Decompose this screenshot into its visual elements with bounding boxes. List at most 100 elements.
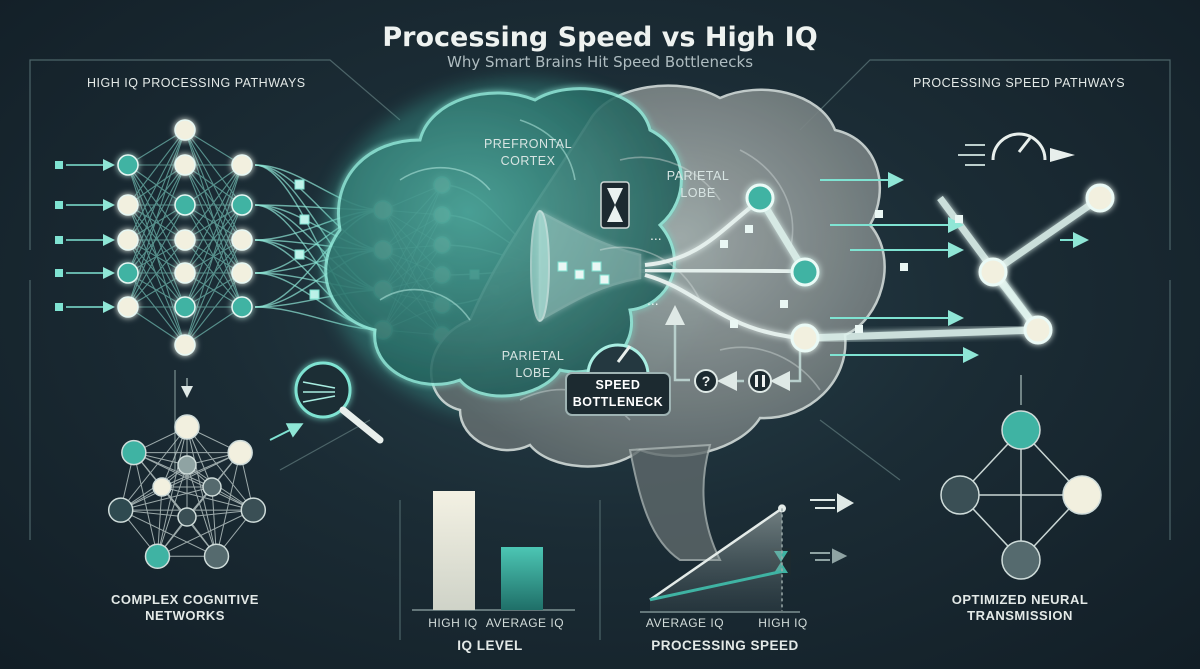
- network-node: [240, 497, 267, 523]
- neuron-node: [231, 229, 253, 251]
- neuron-node: [174, 296, 196, 318]
- label-line: PARIETAL: [501, 349, 565, 363]
- connection-line: [127, 239, 186, 346]
- neuron-node: [174, 334, 196, 356]
- parietal-lobe-upper-label: PARIETAL LOBE: [653, 168, 743, 202]
- left-panel-heading: HIGH IQ PROCESSING PATHWAYS: [87, 76, 306, 90]
- connection-line: [127, 129, 186, 308]
- network-node: [152, 477, 172, 497]
- bar-high-iq: [433, 491, 475, 610]
- svg-text:?: ?: [702, 373, 711, 389]
- signal-packet: [780, 300, 788, 308]
- neuron-node: [174, 262, 196, 284]
- line-tick-label: AVERAGE IQ: [645, 616, 725, 630]
- connection-line: [127, 204, 186, 241]
- network-node: [107, 497, 134, 523]
- network-edge: [157, 464, 188, 557]
- network-edge: [186, 464, 217, 557]
- signal-packet: [745, 225, 753, 233]
- caption-line: NETWORKS: [145, 608, 225, 623]
- question-icon: ?: [694, 369, 718, 393]
- neural-routes: ......: [557, 198, 806, 391]
- route: [644, 273, 801, 340]
- network-edge: [186, 426, 217, 557]
- label-line: LOBE: [680, 186, 716, 200]
- connection-line: [184, 272, 243, 308]
- speedometer-icon: [958, 132, 1075, 166]
- signal-packet: [55, 303, 63, 311]
- speed-path: [804, 326, 1039, 342]
- diamond-node: [1001, 410, 1041, 450]
- connection-line: [184, 129, 243, 206]
- neuron-node: [231, 296, 253, 318]
- network-node: [203, 543, 230, 570]
- diamond-node: [940, 475, 980, 515]
- signal-packet: [900, 263, 908, 271]
- feedback-loop: [665, 305, 690, 382]
- connection-line: [184, 272, 243, 346]
- pathway-node: [1023, 315, 1053, 345]
- connection-line: [127, 129, 186, 206]
- network-node: [177, 507, 197, 527]
- neuron-node: [117, 296, 139, 318]
- speed-pathway-network: [745, 172, 1115, 580]
- signal-packet: [955, 215, 963, 223]
- connection-line: [127, 204, 186, 274]
- parietal-lobe-lower-label: PARIETAL LOBE: [488, 348, 578, 382]
- neuron-node: [117, 154, 139, 176]
- signal-packet: [294, 179, 305, 190]
- bar-tick-label: HIGH IQ: [428, 616, 478, 630]
- line-series-low: [649, 569, 783, 602]
- connection-line: [184, 129, 243, 166]
- hourglass-icon: [600, 181, 630, 229]
- brain-illustration: [320, 80, 886, 561]
- caption-line: OPTIMIZED NEURAL: [951, 592, 1089, 607]
- speed-path: [991, 195, 1102, 275]
- connection-line: [184, 164, 243, 241]
- label-line: SPEED: [595, 378, 641, 392]
- feedback-loop: [770, 345, 802, 391]
- connection-line: [184, 239, 243, 308]
- neuron-node: [174, 154, 196, 176]
- label-line: PARIETAL: [666, 169, 730, 183]
- network-edge: [186, 426, 254, 511]
- ellipsis-text: ...: [647, 292, 659, 308]
- diamond-node: [1062, 475, 1102, 515]
- network-node: [174, 414, 200, 440]
- speedometer-icon: [586, 343, 650, 376]
- network-node: [144, 543, 171, 570]
- network-edge: [133, 452, 158, 557]
- connection-line: [184, 204, 243, 241]
- signal-packet: [55, 161, 63, 169]
- label-line: LOBE: [515, 366, 551, 380]
- line-series-high: [649, 507, 783, 601]
- caption-line: COMPLEX COGNITIVE: [111, 592, 259, 607]
- connection-line: [127, 129, 186, 241]
- signal-packet: [574, 269, 585, 280]
- connection-line: [184, 164, 243, 308]
- bar-average-iq: [501, 547, 543, 610]
- bar-chart-xlabel: IQ LEVEL: [457, 638, 523, 653]
- magnifier-icon: [294, 361, 384, 444]
- pathway-node: [978, 257, 1008, 287]
- connection-line: [184, 306, 243, 346]
- page-subtitle: Why Smart Brains Hit Speed Bottlenecks: [446, 53, 754, 71]
- connection-line: [184, 164, 243, 274]
- ellipsis-text: ...: [650, 227, 662, 243]
- network-edge: [216, 452, 241, 557]
- caption-line: TRANSMISSION: [967, 608, 1073, 623]
- signal-packet: [55, 269, 63, 277]
- signal-packet: [55, 236, 63, 244]
- bar-tick-label: AVERAGE IQ: [485, 616, 565, 630]
- speed-bottleneck-label: SPEED BOTTLENECK: [565, 372, 671, 416]
- connection-line: [127, 306, 186, 346]
- network-node: [177, 455, 197, 475]
- connection-line: [127, 272, 186, 346]
- brain-stem: [628, 443, 722, 561]
- network-edge: [161, 452, 241, 488]
- connection-line: [127, 129, 186, 274]
- network-edge: [157, 509, 254, 557]
- connection-line: [184, 164, 243, 346]
- label-line: PREFRONTAL: [483, 137, 573, 151]
